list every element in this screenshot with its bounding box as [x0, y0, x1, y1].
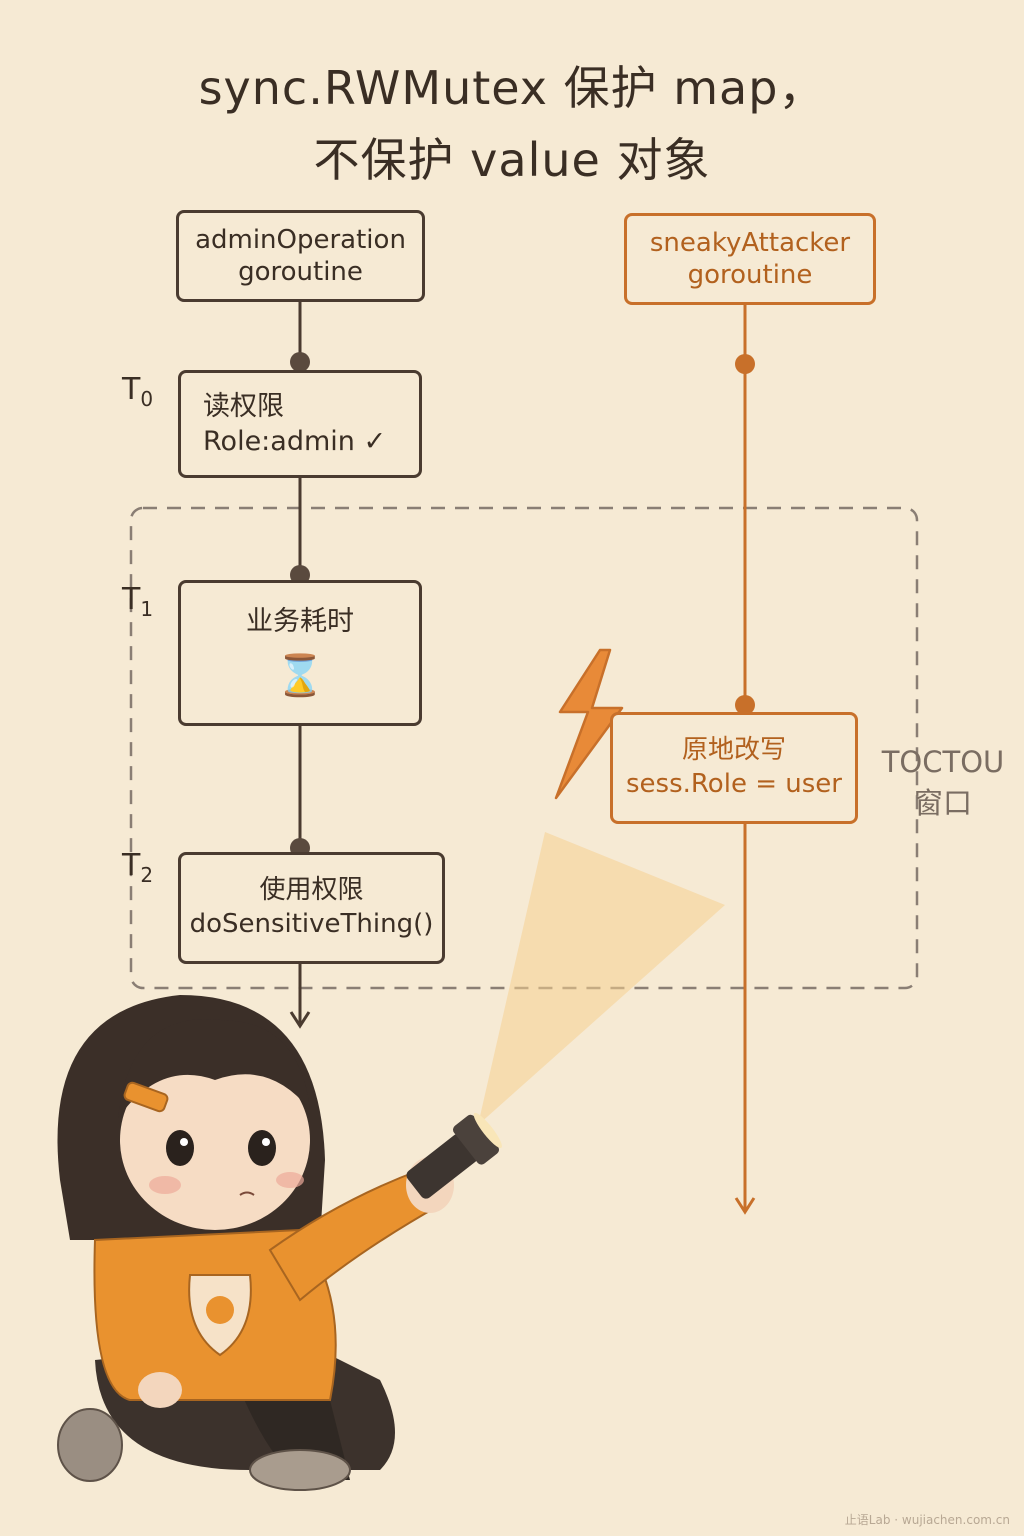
girl-illustration [57, 995, 454, 1491]
admin-timeline [289, 300, 311, 1029]
admin-header-line2: goroutine [238, 257, 363, 287]
step-use-permission: 使用权限 doSensitiveThing() [178, 852, 445, 964]
title-line-1: sync.RWMutex 保护 map， [198, 61, 826, 115]
step-read-permission: 读权限 Role:admin ✓ [178, 370, 422, 478]
time-label-t0: T0 [122, 372, 154, 411]
attacker-timeline-nodes [735, 354, 755, 715]
lightning-icon [554, 648, 624, 800]
step-attacker-overwrite: 原地改写 sess.Role = user [610, 712, 858, 824]
attacker-header-line2: goroutine [687, 260, 813, 290]
step-read-permission-title: 读权限 [203, 390, 284, 422]
flashlight-beam [478, 832, 725, 1125]
timeline-node [735, 354, 755, 374]
watermark: 止语Lab · wujiachen.com.cn [844, 1513, 1010, 1527]
timeline-node [735, 695, 755, 715]
time-label-t1: T1 [122, 582, 154, 621]
toctou-window-label: TOCTOU 窗口 [878, 742, 1008, 823]
toctou-label-line1: TOCTOU [881, 745, 1005, 779]
hair-clip [123, 1081, 169, 1113]
step-attacker-overwrite-detail: sess.Role = user [626, 769, 842, 799]
step-read-permission-detail: Role:admin ✓ [203, 426, 387, 457]
toctou-label-line2: 窗口 [913, 785, 972, 820]
step-business-delay-title: 业务耗时 [246, 606, 354, 638]
hourglass-icon: ⌛ [275, 652, 325, 699]
time-label-t2: T2 [122, 848, 154, 887]
admin-header-line1: adminOperation [195, 224, 406, 255]
timeline-node [290, 352, 310, 372]
shoe [249, 1449, 351, 1491]
shoe [57, 1408, 123, 1482]
attacker-goroutine-header: sneakyAttacker goroutine [624, 213, 876, 305]
attacker-header-line1: sneakyAttacker [649, 227, 851, 258]
flashlight-icon [406, 1112, 502, 1199]
step-use-permission-detail: doSensitiveThing() [189, 909, 434, 939]
step-attacker-overwrite-title: 原地改写 [681, 735, 786, 766]
step-business-delay: 业务耗时 ⌛ [178, 580, 422, 726]
step-use-permission-title: 使用权限 [259, 875, 364, 906]
admin-goroutine-header: adminOperation goroutine [176, 210, 425, 302]
title-line-2: 不保护 value 对象 [313, 133, 711, 187]
